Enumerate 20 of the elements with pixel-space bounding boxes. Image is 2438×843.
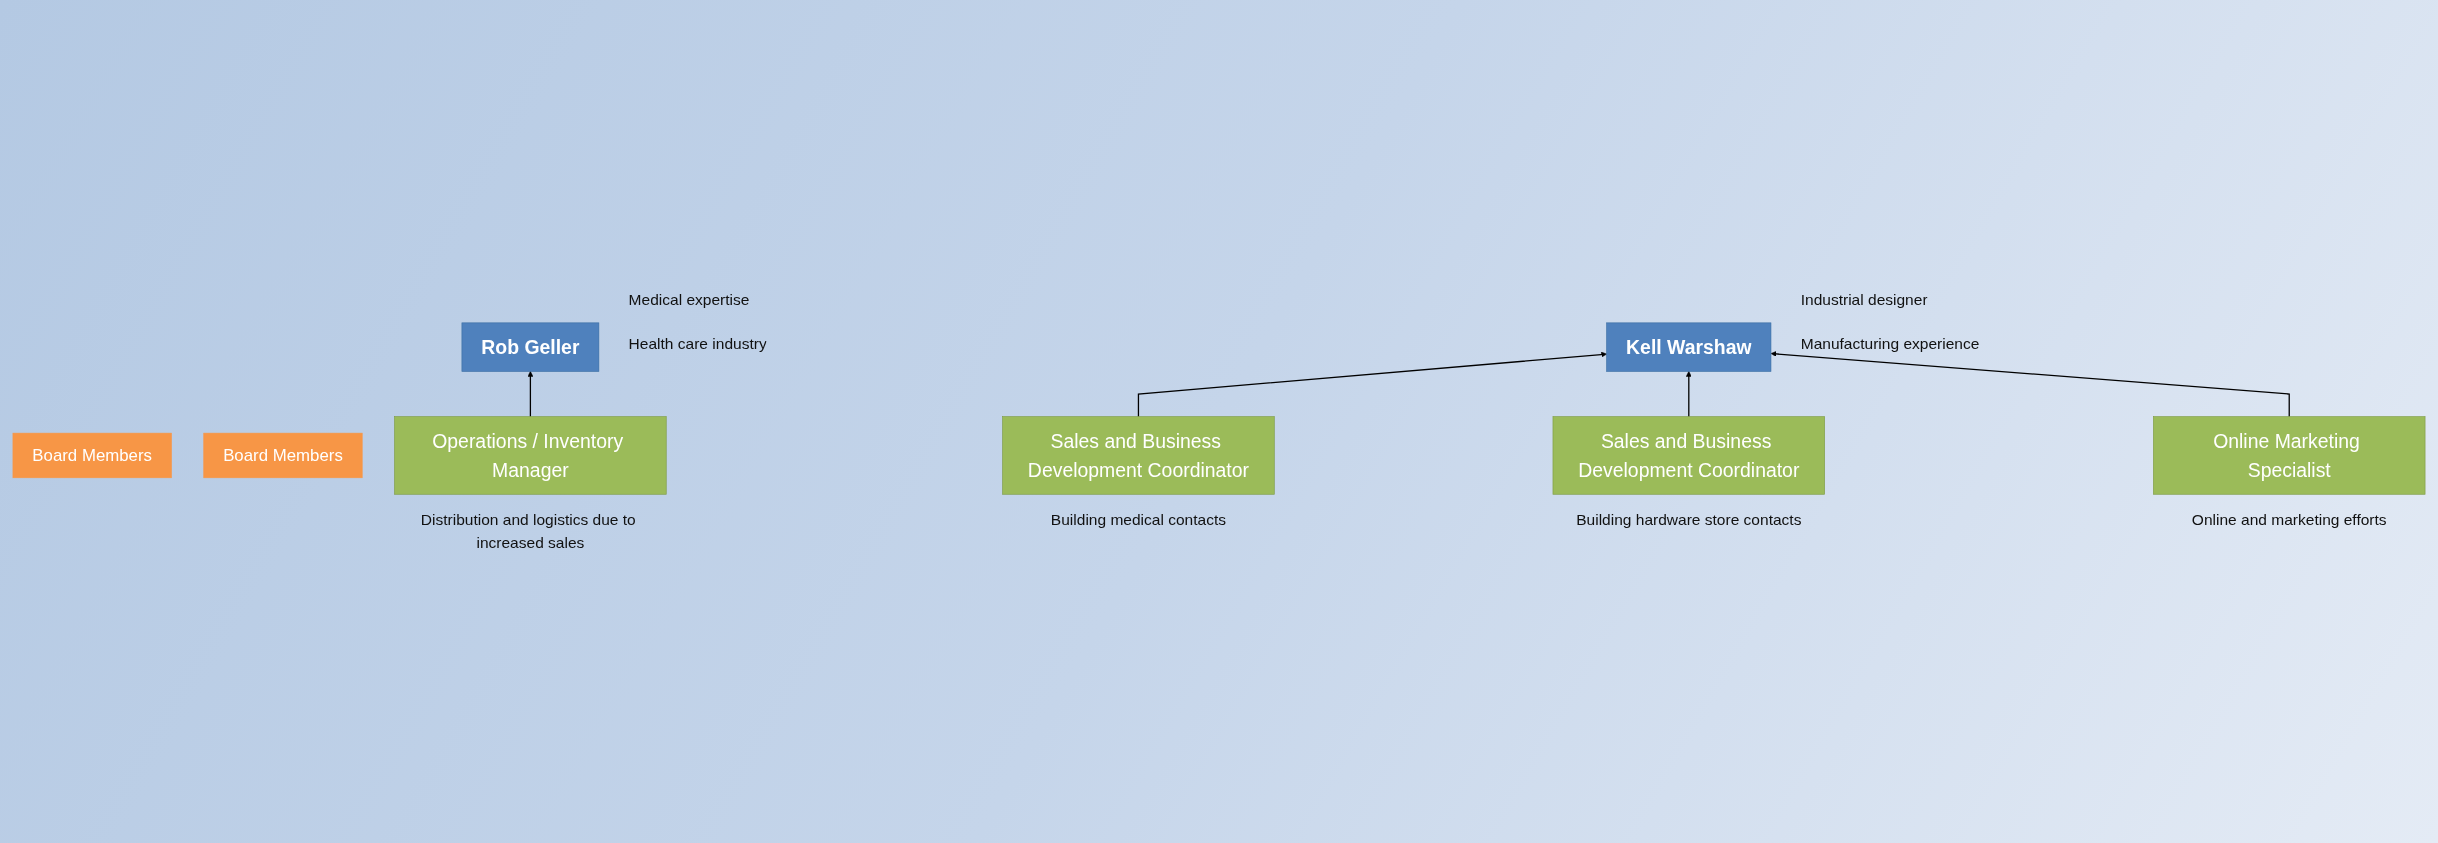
- node-label: Medical expertise: [628, 291, 750, 309]
- node-label: Industrial designer: [1800, 291, 1928, 309]
- node-box: Operations / Inventory Manager: [394, 416, 667, 495]
- arrow: [1770, 351, 2290, 418]
- node-label: Manufacturing experience: [1800, 335, 1980, 353]
- node-box: Kell Warshaw: [1606, 322, 1772, 372]
- node-label: Online and marketing efforts: [2191, 510, 2387, 528]
- arrow: [1137, 351, 1607, 418]
- node-box: Board Members: [12, 432, 172, 479]
- node-label: Building medical contacts: [1050, 510, 1227, 528]
- arrow: [527, 371, 534, 418]
- node-box: Online Marketing Specialist: [2153, 416, 2426, 495]
- node-box: Sales and Business Development Coordinator: [1552, 416, 1825, 495]
- node-box: Sales and Business Development Coordinator: [1002, 416, 1275, 495]
- node-box: Rob Geller: [461, 322, 600, 372]
- node-label: Health care industry: [628, 335, 767, 353]
- arrow: [1685, 371, 1692, 418]
- node-label: Distribution and logistics due to increased sales: [420, 510, 636, 552]
- node-label: Building hardware store contacts: [1576, 510, 1802, 528]
- node-box: Board Members: [203, 432, 363, 479]
